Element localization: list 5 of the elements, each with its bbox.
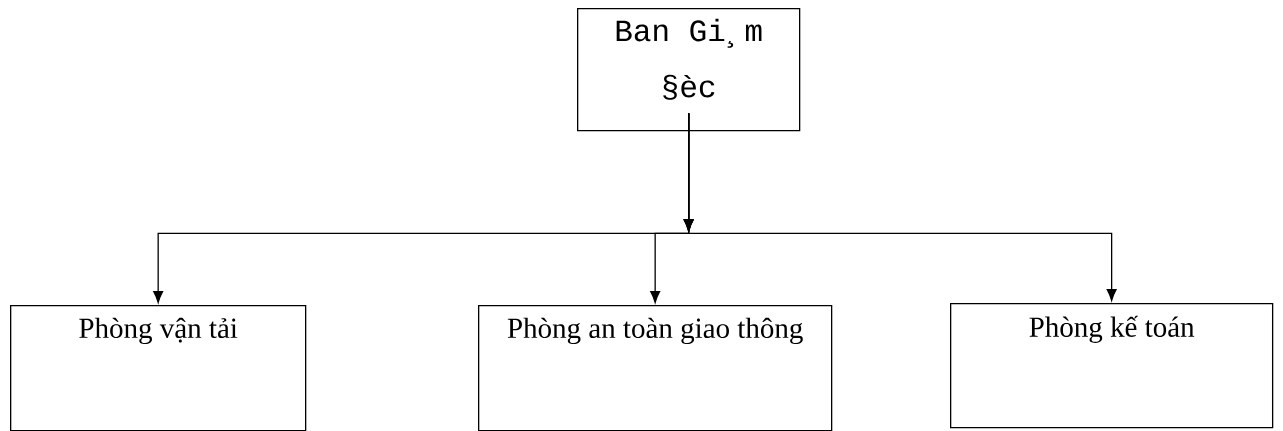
arrow (683, 112, 1117, 302)
box: Ban Gi¸m §èc (577, 8, 801, 132)
box: Phòng an toàn giao thông (478, 305, 833, 431)
box: Phòng kế toán (950, 303, 1274, 429)
box: Phòng vận tải (10, 305, 307, 431)
